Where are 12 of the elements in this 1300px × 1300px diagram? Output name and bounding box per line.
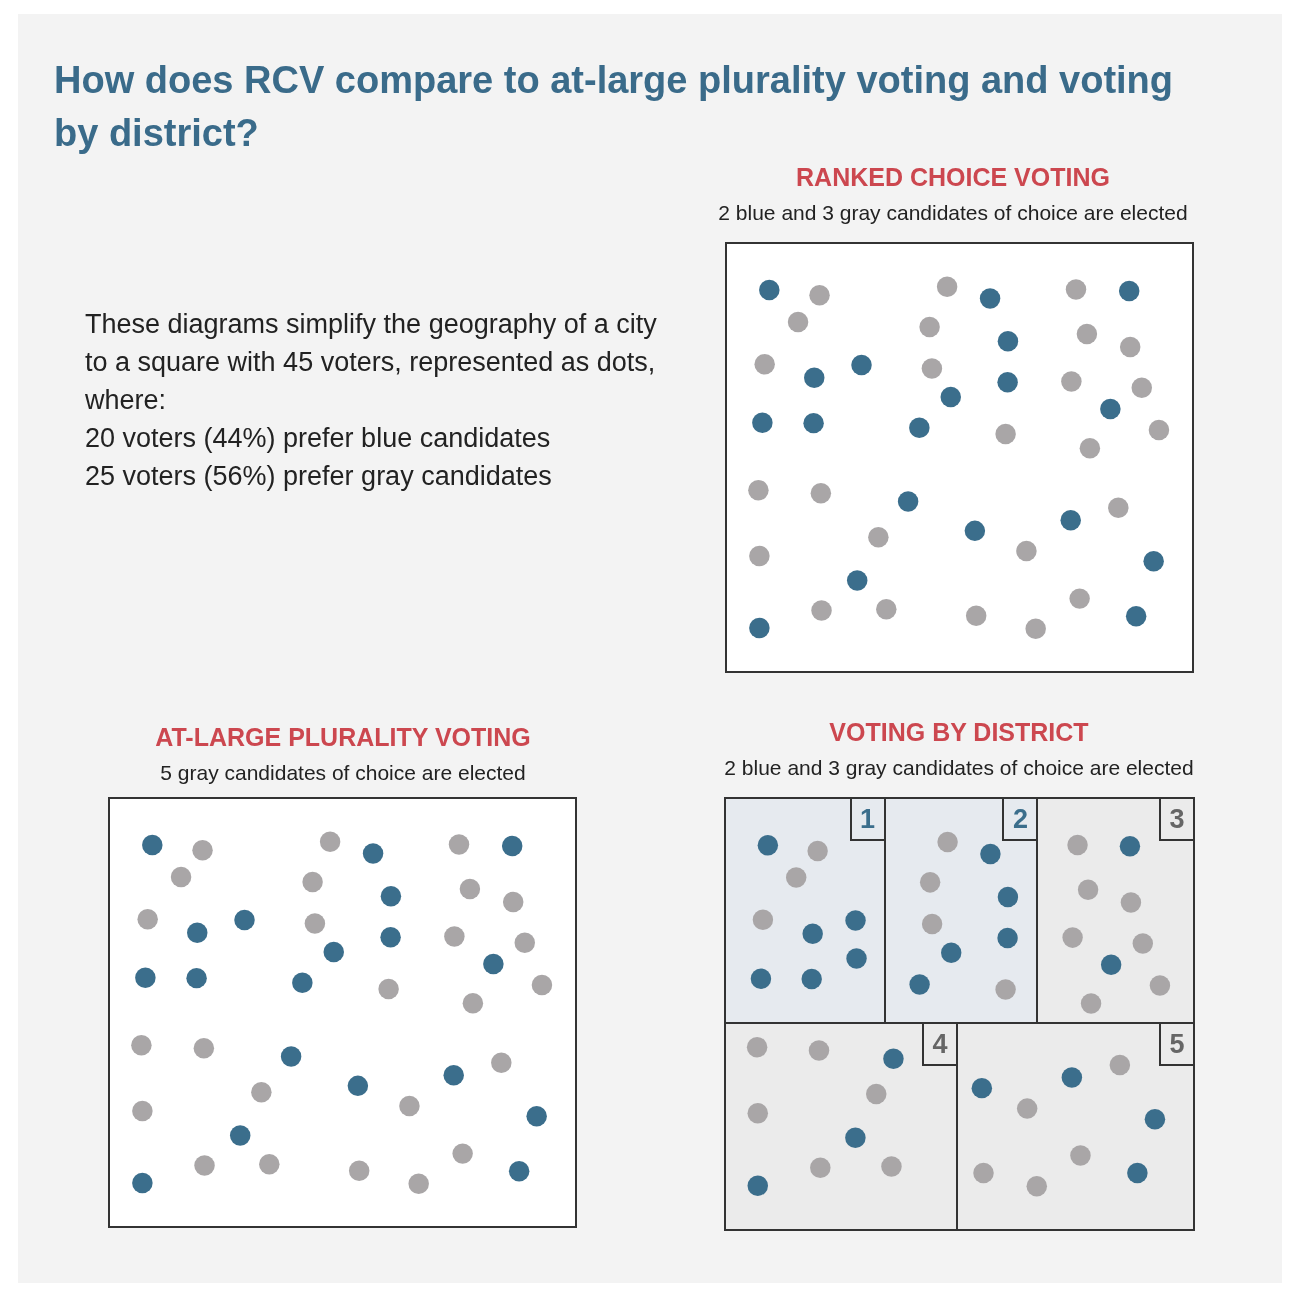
panel-heading: AT-LARGE PLURALITY VOTING [154,723,532,752]
district-number: 5 [1159,1024,1193,1067]
intro-text: These diagrams simplify the geography of a city to a square with 45 voters, represented as dots, where: [85,308,658,417]
panel-subtitle: 2 blue and 3 gray candidates of choice are elected [723,756,1195,780]
district-number: 3 [1159,799,1193,841]
intro-text: 25 voters (56%) prefer gray candidates [85,460,553,493]
page-title: How does RCV compare to at-large plurality voting and voting by district? [54,58,1174,156]
panel-subtitle: 5 gray candidates of choice are elected [159,761,527,785]
panel-heading: RANKED CHOICE VOTING [795,163,1111,192]
panel-subtitle: 2 blue and 3 gray candidates of choice are elected [717,201,1189,225]
panel-heading: VOTING BY DISTRICT [828,718,1090,747]
intro-text: 20 voters (44%) prefer blue candidates [85,422,552,455]
